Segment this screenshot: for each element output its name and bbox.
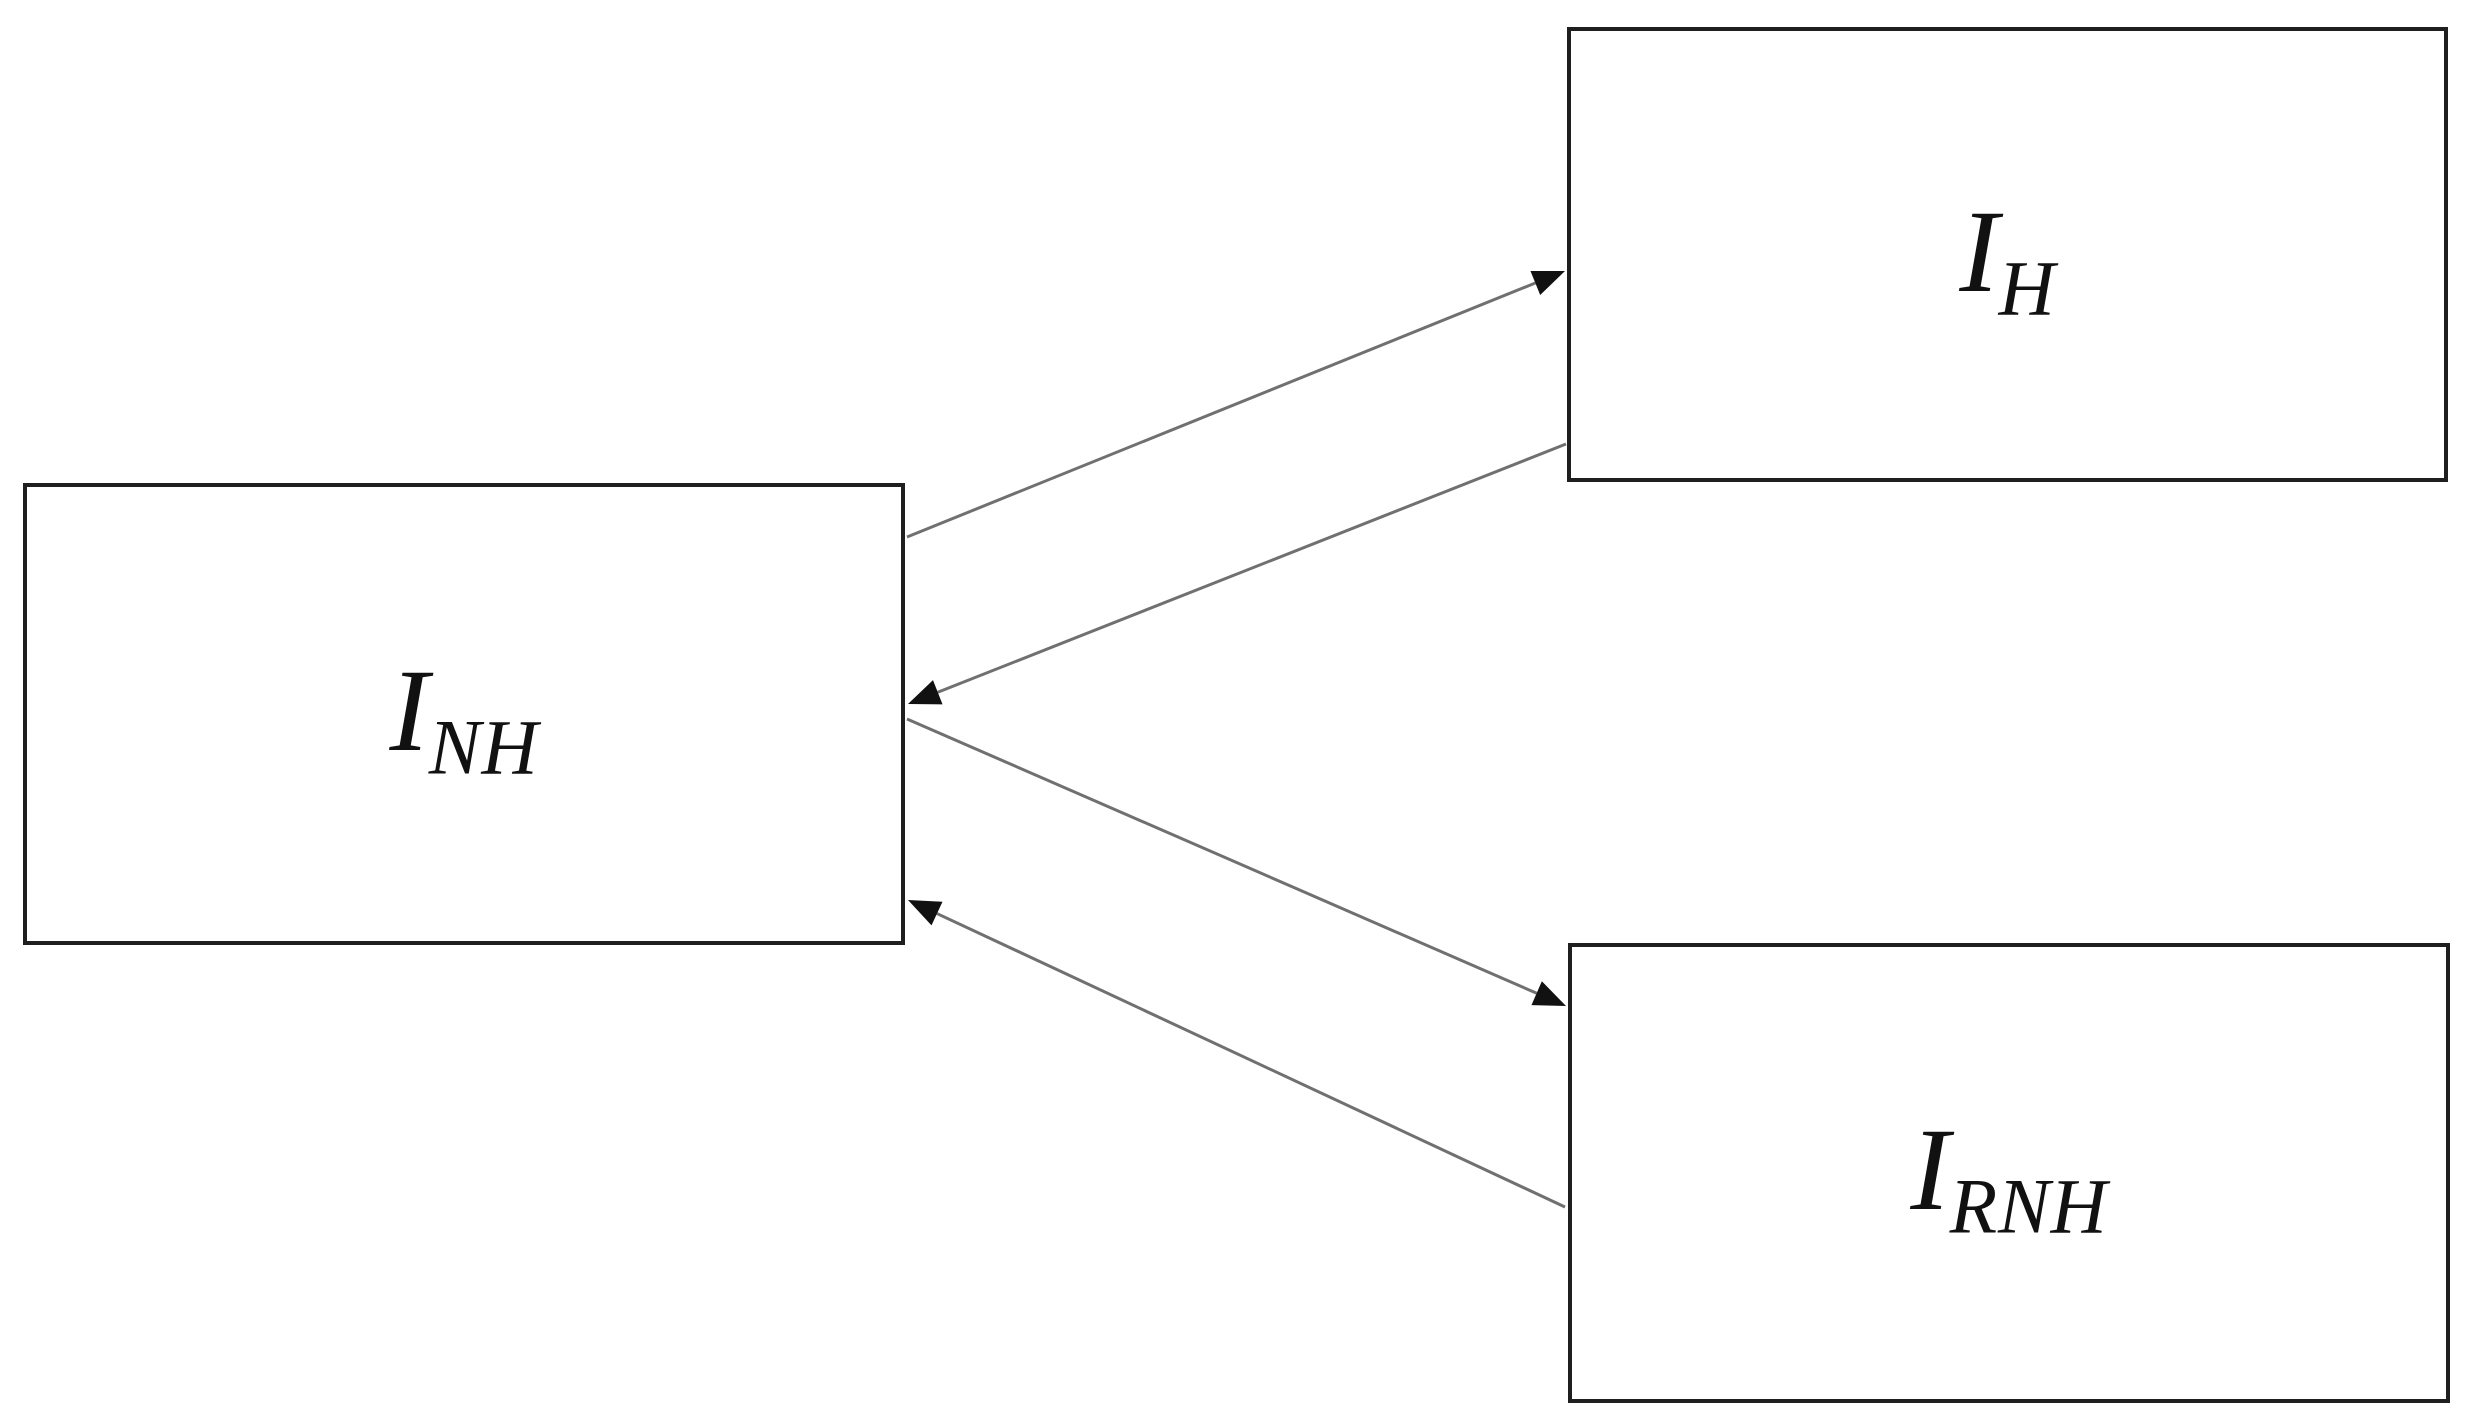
node-i-rnh-label-subscript: RNH bbox=[1949, 1163, 2108, 1250]
node-i-h: IH bbox=[1567, 27, 2448, 482]
node-i-h-label-subscript: H bbox=[1998, 245, 2056, 332]
edge-line-inh-to-ih bbox=[906, 281, 1536, 539]
arrowhead-irnh-to-inh bbox=[908, 900, 943, 926]
node-i-nh-label-main: I bbox=[389, 645, 429, 777]
node-i-nh-label: INH bbox=[389, 652, 538, 787]
node-i-nh: INH bbox=[23, 483, 905, 945]
node-i-nh-label-subscript: NH bbox=[428, 704, 539, 791]
node-i-rnh-label: IRNH bbox=[1910, 1111, 2107, 1246]
node-i-h-label-main: I bbox=[1959, 185, 1999, 317]
edge-line-inh-to-irnh bbox=[906, 717, 1538, 995]
edge-line-ih-to-inh bbox=[937, 442, 1567, 694]
arrowhead-inh-to-ih bbox=[1530, 270, 1565, 296]
node-i-rnh-label-main: I bbox=[1910, 1104, 1950, 1236]
node-i-h-label: IH bbox=[1959, 192, 2056, 332]
arrowhead-inh-to-irnh bbox=[1531, 981, 1566, 1006]
arrowhead-ih-to-inh bbox=[908, 680, 943, 705]
node-i-rnh: IRNH bbox=[1568, 943, 2450, 1403]
edge-line-irnh-to-inh bbox=[936, 912, 1566, 1209]
